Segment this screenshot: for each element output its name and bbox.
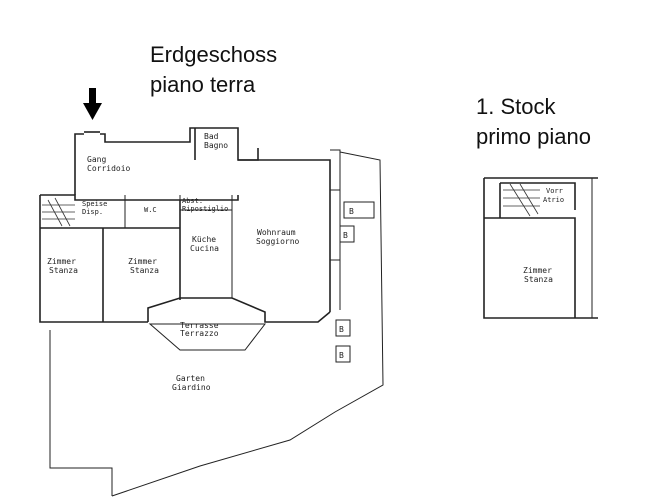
label-bad-de: Bad bbox=[204, 132, 219, 141]
garden-boundary bbox=[49, 151, 384, 497]
label-kueche-de: Küche bbox=[192, 235, 216, 244]
label-gang-it: Corridoio bbox=[87, 164, 131, 173]
label-abst-it: Ripostiglio bbox=[182, 205, 228, 213]
label-gang-de: Gang bbox=[87, 155, 106, 164]
bathroom-walls bbox=[194, 128, 259, 161]
label-zimmer1-de: Zimmer bbox=[47, 257, 76, 266]
label-upper-zimmer-it: Stanza bbox=[524, 275, 553, 284]
label-zimmer2-de: Zimmer bbox=[128, 257, 157, 266]
bay-window-walls bbox=[147, 297, 331, 323]
label-vorr: Vorr bbox=[546, 187, 563, 195]
label-zimmer2-it: Stanza bbox=[130, 266, 159, 275]
marker-b4: B bbox=[339, 351, 344, 360]
marker-b3-box: B bbox=[335, 319, 351, 337]
down-arrow-icon bbox=[83, 88, 102, 120]
label-kueche-it: Cucina bbox=[190, 244, 219, 253]
label-speise-de: Speise bbox=[82, 200, 107, 208]
label-speise-it: Disp. bbox=[82, 208, 103, 216]
first-floor-title-de: 1. Stock bbox=[476, 94, 556, 119]
first-floor-title-it: primo piano bbox=[476, 124, 591, 149]
label-wc: W.C bbox=[144, 206, 157, 214]
marker-b1-box: B bbox=[343, 201, 375, 219]
upper-stair-symbol bbox=[503, 183, 540, 217]
label-wohn-de: Wohnraum bbox=[257, 228, 296, 237]
label-abst-de: Abst. bbox=[182, 197, 203, 205]
label-wohn-it: Soggiorno bbox=[256, 237, 300, 246]
first-floor-title: 1. Stock primo piano bbox=[476, 92, 591, 152]
marker-b2: B bbox=[343, 231, 348, 240]
stair-symbol bbox=[42, 197, 75, 227]
label-zimmer1-it: Stanza bbox=[49, 266, 78, 275]
label-atrio: Atrio bbox=[543, 196, 564, 204]
label-terr-de: Terrasse bbox=[180, 321, 219, 330]
label-terr-it: Terrazzo bbox=[180, 329, 219, 338]
label-upper-zimmer-de: Zimmer bbox=[523, 266, 552, 275]
label-garten-de: Garten bbox=[176, 374, 205, 383]
marker-b2-box: B bbox=[339, 225, 355, 243]
marker-b1: B bbox=[349, 207, 354, 216]
label-bad-it: Bagno bbox=[204, 141, 228, 150]
marker-b4-box: B bbox=[335, 345, 351, 363]
marker-b3: B bbox=[339, 325, 344, 334]
ground-floor-title-de: Erdgeschoss bbox=[150, 42, 278, 67]
ground-floor-title-it: piano terra bbox=[150, 72, 256, 97]
ground-floor-title: Erdgeschoss piano terra bbox=[150, 40, 277, 100]
label-garten-it: Giardino bbox=[172, 383, 211, 392]
terrace-outline bbox=[148, 323, 267, 351]
ground-floor-plan bbox=[39, 127, 384, 497]
bedrooms-walls bbox=[39, 194, 239, 323]
first-floor-plan bbox=[483, 177, 598, 319]
corridor-walls bbox=[74, 127, 331, 312]
